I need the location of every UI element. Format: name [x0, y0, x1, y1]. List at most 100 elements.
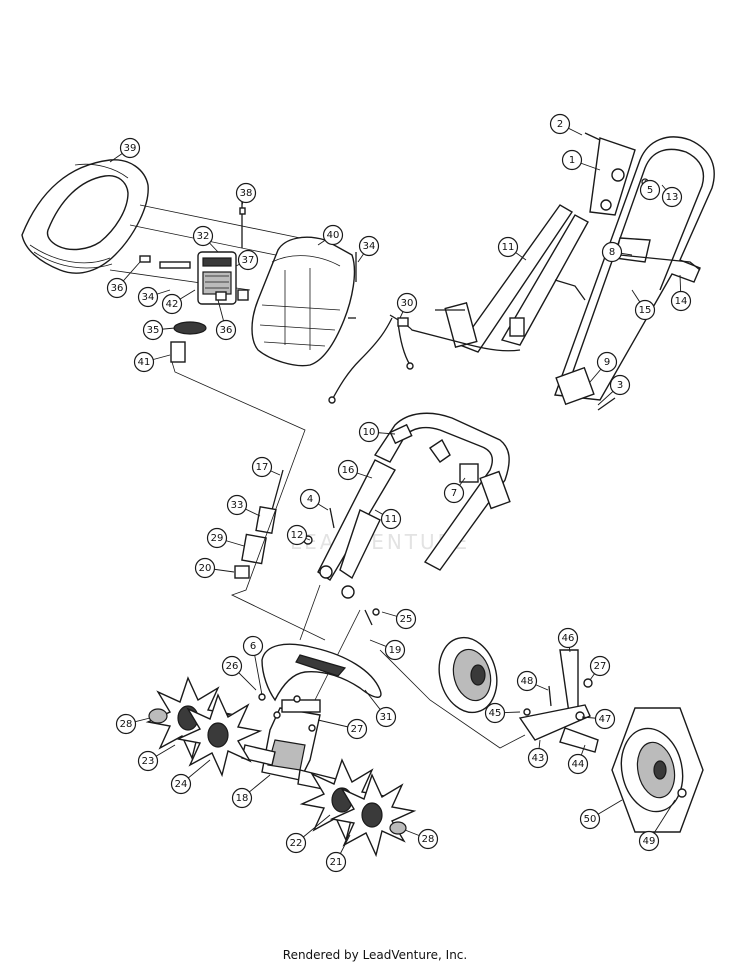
callout-circle [579, 808, 601, 830]
callout-circle [242, 635, 264, 657]
motor [139, 200, 249, 305]
callout-label: 47 [599, 714, 612, 725]
callout-28b: 28 [404, 828, 439, 850]
transmission [241, 699, 341, 793]
callout-label: 7 [451, 488, 457, 499]
callout-31: 31 [364, 689, 397, 728]
callout-circle [375, 706, 397, 728]
callout-circle [557, 627, 579, 649]
callout-label: 6 [250, 641, 256, 652]
callout-label: 4 [307, 494, 313, 505]
callout-24: 24 [170, 759, 211, 795]
callout-circle [322, 224, 344, 246]
callout-label: 41 [138, 357, 151, 368]
hardware [215, 132, 616, 732]
callout-47: 47 [581, 708, 616, 730]
callout-circle [549, 113, 571, 135]
callout-label: 29 [211, 533, 224, 544]
callout-circle [484, 702, 506, 724]
callout-circle [358, 235, 380, 257]
callout-circle [661, 186, 683, 208]
callout-label: 26 [226, 661, 239, 672]
callout-30: 30 [396, 292, 418, 319]
gear-and-coupler [170, 321, 207, 363]
callout-label: 46 [562, 633, 575, 644]
callout-33: 33 [226, 494, 261, 517]
callout-17: 17 [251, 456, 281, 478]
upper-handle [554, 136, 715, 406]
callout-22: 22 [285, 814, 331, 854]
callout-circle [609, 374, 631, 396]
callout-11b: 11 [374, 508, 402, 530]
callout-label: 16 [342, 465, 355, 476]
wheel-assembly [438, 636, 599, 753]
callout-circle [115, 713, 137, 735]
callout-circle [395, 608, 417, 630]
callout-label: 45 [489, 708, 502, 719]
callout-21: 21 [325, 834, 351, 873]
callout-25: 25 [381, 608, 417, 630]
footer-credit: Rendered by LeadVenture, Inc. [282, 948, 468, 962]
callout-group: 1234567891011111213141516171819202122232… [106, 113, 692, 873]
callout-circle [634, 299, 656, 321]
callout-29: 29 [206, 527, 245, 549]
callout-34b: 34 [357, 235, 380, 263]
callout-circle [161, 293, 183, 315]
callout-2: 2 [549, 113, 583, 136]
callout-label: 11 [502, 242, 515, 253]
callout-label: 32 [197, 231, 210, 242]
callout-circle [299, 488, 321, 510]
callout-label: 27 [594, 661, 607, 672]
callout-label: 15 [639, 305, 652, 316]
callout-46: 46 [557, 627, 579, 653]
callout-4: 4 [299, 488, 329, 511]
callout-32: 32 [192, 225, 219, 253]
callout-label: 19 [389, 645, 402, 656]
callout-label: 18 [236, 793, 249, 804]
callout-circle [226, 494, 248, 516]
callout-label: 24 [175, 779, 188, 790]
callout-label: 36 [220, 325, 233, 336]
callout-circle [286, 524, 308, 546]
tines-right [299, 758, 417, 858]
callout-label: 39 [124, 143, 137, 154]
callout-45: 45 [484, 702, 521, 724]
callout-label: 35 [147, 325, 160, 336]
callout-label: 37 [242, 255, 255, 266]
callout-40: 40 [317, 224, 344, 246]
callout-label: 9 [604, 357, 610, 368]
wheel-inset [611, 707, 704, 833]
callout-label: 43 [532, 753, 545, 764]
callout-circle [285, 832, 307, 854]
callout-16: 16 [337, 459, 373, 481]
callout-label: 8 [609, 247, 615, 258]
callout-23: 23 [137, 744, 176, 772]
callout-49: 49 [638, 799, 676, 852]
callout-circle [215, 319, 237, 341]
callout-label: 1 [569, 155, 575, 166]
callout-50: 50 [579, 799, 623, 830]
callout-10: 10 [358, 421, 396, 443]
callout-26: 26 [221, 655, 257, 691]
callout-13: 13 [661, 184, 683, 208]
callout-circle [192, 225, 214, 247]
callout-19: 19 [369, 639, 406, 661]
callout-38: 38 [235, 182, 257, 206]
callout-circle [137, 750, 159, 772]
callout-label: 12 [291, 530, 304, 541]
callout-43: 43 [527, 739, 549, 769]
callout-circle [589, 655, 611, 677]
callout-label: 50 [584, 814, 597, 825]
callout-label: 48 [521, 676, 534, 687]
callout-11a: 11 [497, 236, 527, 261]
callout-label: 23 [142, 756, 155, 767]
callout-label: 3 [617, 380, 623, 391]
callout-42: 42 [161, 289, 196, 315]
callout-27b: 27 [589, 655, 611, 681]
callout-label: 27 [351, 724, 364, 735]
callout-5: 5 [639, 179, 661, 201]
callout-3: 3 [597, 374, 631, 406]
callout-circle [594, 708, 616, 730]
callout-7: 7 [443, 477, 466, 504]
callout-circle [137, 286, 159, 308]
